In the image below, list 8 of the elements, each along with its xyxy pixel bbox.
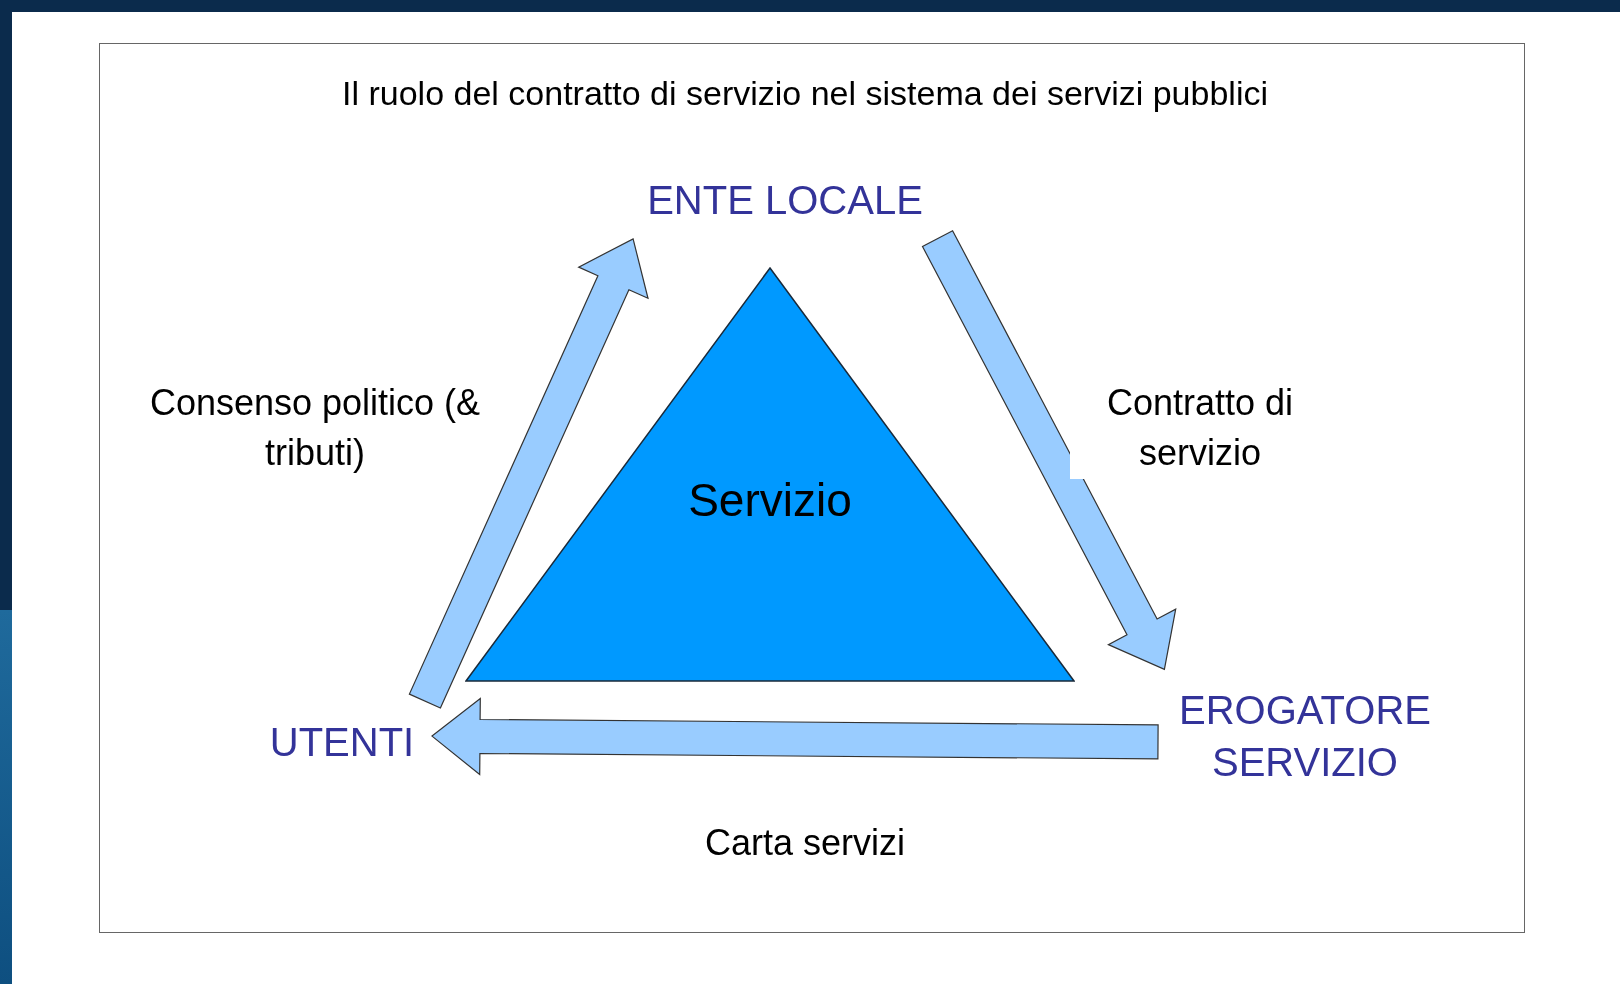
actor-label: EROGATORE SERVIZIO (1178, 687, 1432, 786)
actor-label: UTENTI (269, 719, 415, 766)
diagram-title: Il ruolo del contratto di servizio nel sistema dei servizi pubblici (341, 73, 1269, 114)
block-arrow (921, 229, 1177, 671)
block-arrow (431, 697, 1159, 776)
triangle-label: Servizio (687, 473, 853, 528)
actor-label: ENTE LOCALE (647, 177, 923, 224)
block-arrow (408, 238, 649, 709)
